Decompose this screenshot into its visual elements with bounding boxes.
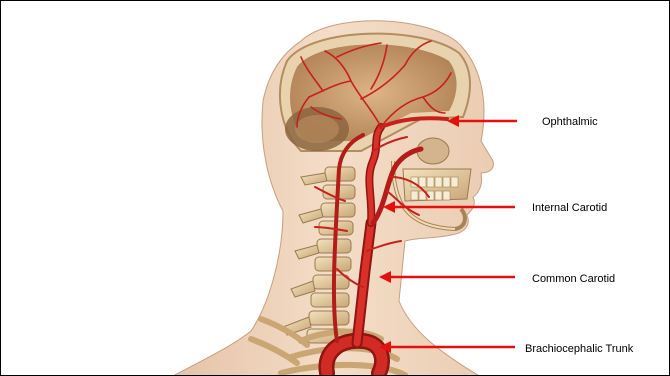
label-internal-carotid: Internal Carotid: [532, 202, 607, 215]
label-brachiocephalic-trunk: Brachiocephalic Trunk: [525, 343, 633, 356]
label-ophthalmic: Ophthalmic: [542, 116, 598, 129]
label-common-carotid: Common Carotid: [532, 273, 615, 286]
